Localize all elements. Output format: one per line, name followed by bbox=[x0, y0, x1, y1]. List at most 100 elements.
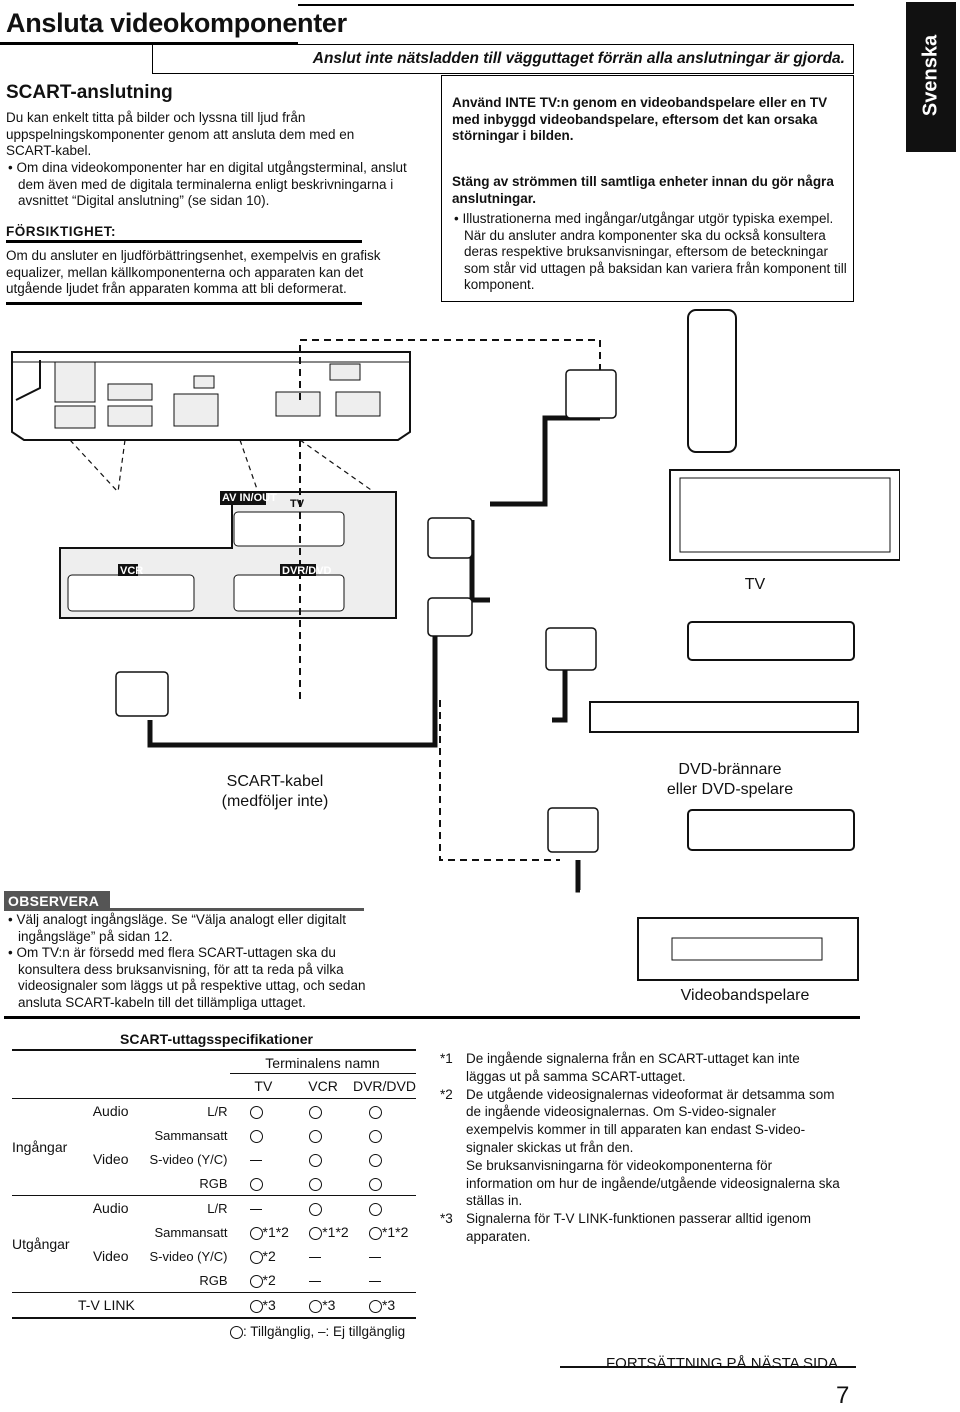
dvd-label-2: eller DVD-spelare bbox=[666, 781, 794, 798]
unavailable-icon bbox=[368, 1256, 381, 1258]
type-label: Video bbox=[92, 1151, 129, 1167]
available-icon bbox=[309, 1299, 323, 1313]
available-icon bbox=[249, 1105, 263, 1119]
unavailable-icon bbox=[309, 1280, 322, 1282]
footnote: Se bruksanvisningarna för videokomponent… bbox=[466, 1157, 840, 1209]
language-tab: Svenska bbox=[906, 2, 956, 152]
spec-cell: *3 bbox=[293, 1293, 353, 1319]
spec-cell bbox=[293, 1268, 353, 1293]
signal-label: L/R bbox=[207, 1103, 228, 1119]
available-icon bbox=[249, 1299, 263, 1313]
spec-cell bbox=[293, 1244, 353, 1268]
spec-cell bbox=[293, 1196, 353, 1221]
unavailable-icon bbox=[309, 1256, 322, 1258]
scart-heading: SCART-anslutning bbox=[6, 82, 173, 103]
caution-text: Om du ansluter en ljudförbättringsenhet,… bbox=[6, 248, 381, 296]
header-rule bbox=[298, 4, 854, 6]
spec-cell bbox=[234, 1196, 294, 1221]
tv-illustration bbox=[669, 469, 900, 561]
signal-label: Sammansatt bbox=[154, 1127, 228, 1143]
spec-cell bbox=[353, 1244, 416, 1268]
scart-intro: Du kan enkelt titta på bilder och lyssna… bbox=[6, 110, 355, 158]
caution-rule bbox=[6, 240, 362, 243]
spec-cell: *2 bbox=[234, 1268, 294, 1293]
dvd-label-1: DVD-brännare bbox=[678, 761, 782, 778]
signal-label: Sammansatt bbox=[154, 1224, 228, 1240]
observe-rule bbox=[4, 908, 364, 911]
cable-label-2: (medföljer inte) bbox=[221, 793, 329, 810]
group-label: Ingångar bbox=[12, 1139, 68, 1155]
spec-cell bbox=[234, 1123, 294, 1147]
vcr-illustration bbox=[637, 917, 859, 981]
available-icon bbox=[249, 1129, 263, 1143]
spec-cell bbox=[293, 1099, 353, 1124]
available-icon bbox=[368, 1299, 382, 1313]
spec-cell bbox=[234, 1147, 294, 1171]
spec-cell: *1*2 bbox=[353, 1220, 416, 1244]
spec-cell bbox=[353, 1196, 416, 1221]
continue-label: FORTSÄTTNING PÅ NÄSTA SIDA bbox=[606, 1355, 838, 1372]
scart-bullet: • Om dina videokomponenter har en digita… bbox=[8, 160, 407, 208]
available-icon bbox=[368, 1202, 382, 1216]
available-icon bbox=[368, 1129, 382, 1143]
available-icon bbox=[309, 1105, 323, 1119]
spec-top-rule bbox=[12, 1049, 416, 1051]
col-dvr: DVR/DVD bbox=[352, 1078, 416, 1094]
available-icon bbox=[309, 1226, 323, 1240]
signal-label: RGB bbox=[199, 1272, 228, 1288]
unavailable-icon bbox=[249, 1208, 262, 1210]
footer-rule bbox=[560, 1366, 856, 1368]
available-icon bbox=[368, 1153, 382, 1167]
av-in-out-label: AV IN/OUT bbox=[222, 492, 277, 504]
col-vcr: VCR bbox=[308, 1078, 338, 1094]
signal-label: L/R bbox=[207, 1200, 228, 1216]
signal-label: S-video (Y/C) bbox=[149, 1248, 228, 1264]
spec-cell: *1*2 bbox=[234, 1220, 294, 1244]
page-title: Ansluta videokomponenter bbox=[6, 8, 347, 38]
spec-cell bbox=[353, 1171, 416, 1196]
notice-box bbox=[441, 75, 854, 302]
spec-cell bbox=[353, 1268, 416, 1293]
spec-cell bbox=[293, 1123, 353, 1147]
observe-bullet-1: • Välj analogt ingångsläge. Se “Välja an… bbox=[8, 912, 346, 944]
caution-title: FÖRSIKTIGHET: bbox=[6, 224, 116, 239]
spec-cell: *2 bbox=[234, 1244, 294, 1268]
observe-title: OBSERVERA bbox=[4, 891, 110, 911]
terminal-header: Terminalens namn bbox=[265, 1055, 380, 1071]
section-rule bbox=[4, 1016, 860, 1019]
type-label: Audio bbox=[92, 1103, 129, 1119]
spec-title: SCART-uttagsspecifikationer bbox=[120, 1031, 313, 1047]
unavailable-icon bbox=[368, 1280, 381, 1282]
caution-end-rule bbox=[6, 302, 362, 305]
vcr-label: Videobandspelare bbox=[680, 987, 810, 1004]
cable-label-1: SCART-kabel bbox=[226, 773, 324, 790]
notice-bullet: • Illustrationerna med ingångar/utgångar… bbox=[454, 211, 847, 292]
group-label: Utgångar bbox=[12, 1236, 70, 1252]
available-icon bbox=[249, 1250, 263, 1264]
available-icon bbox=[249, 1177, 263, 1191]
page-number: 7 bbox=[836, 1382, 850, 1409]
spec-cell: *3 bbox=[234, 1293, 294, 1319]
title-rule bbox=[0, 42, 298, 45]
available-icon bbox=[309, 1153, 323, 1167]
notice-text-2: Stäng av strömmen till samtliga enheter … bbox=[452, 174, 834, 206]
receiver-rear-panel bbox=[11, 351, 411, 441]
spec-cell bbox=[353, 1099, 416, 1124]
dvr-jack-label: DVR/DVD bbox=[282, 565, 332, 577]
av-jack-panel bbox=[59, 491, 397, 619]
dvd-player-illustration bbox=[589, 701, 859, 733]
spec-cell bbox=[293, 1171, 353, 1196]
available-icon bbox=[249, 1274, 263, 1288]
available-icon bbox=[309, 1202, 323, 1216]
spec-cell bbox=[234, 1171, 294, 1196]
type-label: Video bbox=[92, 1248, 129, 1264]
spec-cell: *1*2 bbox=[293, 1220, 353, 1244]
vcr-jack-label: VCR bbox=[120, 565, 144, 577]
spec-cell: *3 bbox=[353, 1293, 416, 1319]
connection-diagram bbox=[11, 309, 900, 981]
col-tv: TV bbox=[254, 1078, 273, 1094]
